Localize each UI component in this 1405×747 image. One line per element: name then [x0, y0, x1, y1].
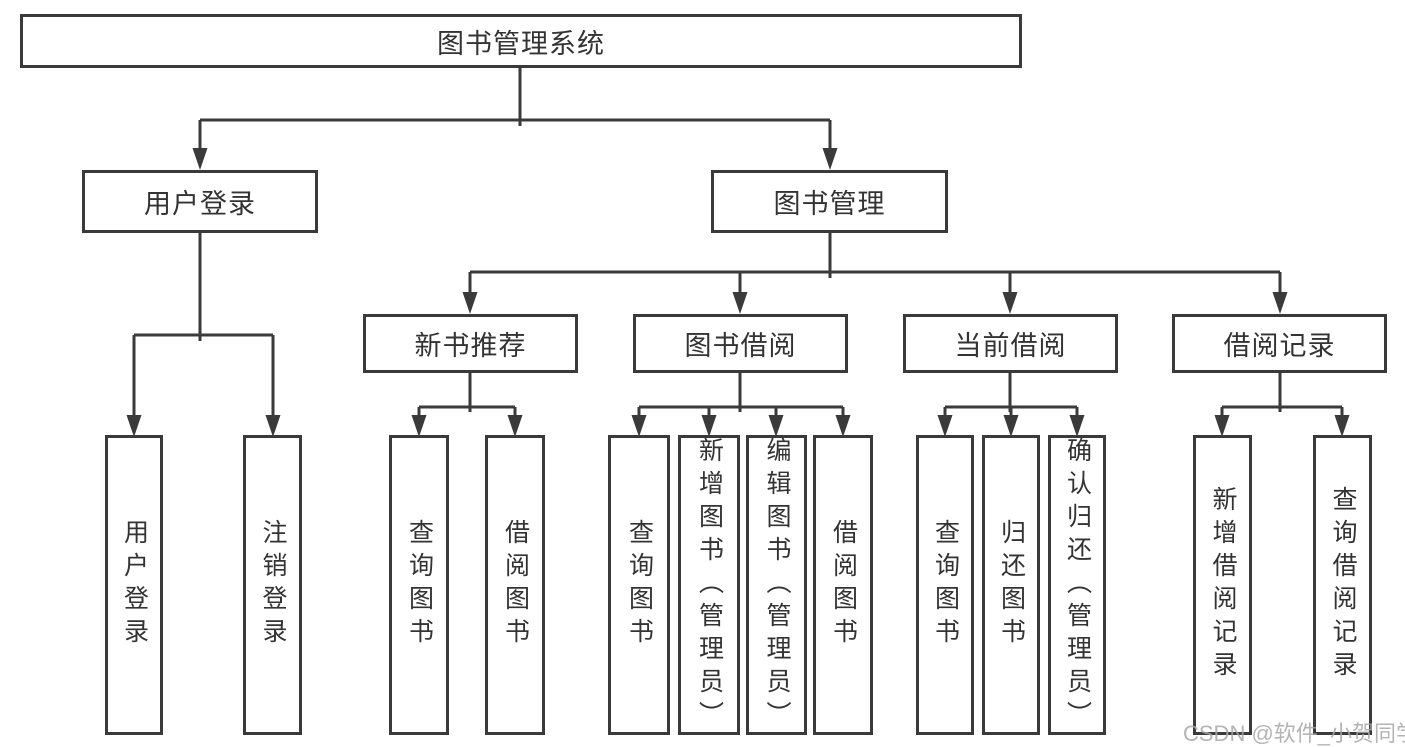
- node-user-login: 用户登录: [82, 170, 318, 233]
- leaf-label: 查询图书: [931, 519, 960, 651]
- node-new-book-recommend: 新书推荐: [363, 314, 578, 373]
- arrow-down-icon: [192, 148, 208, 170]
- arrow-down-icon: [732, 292, 748, 314]
- arrow-down-icon: [701, 415, 717, 437]
- leaf-add-borrow-record: 新增借阅记录: [1193, 435, 1252, 735]
- leaf-query-books-current: 查询图书: [916, 435, 974, 735]
- arrowheads: [126, 148, 1350, 437]
- node-current-borrow: 当前借阅: [903, 314, 1118, 373]
- arrow-down-icon: [1002, 292, 1018, 314]
- leaf-query-borrow-record: 查询借阅记录: [1313, 435, 1372, 735]
- leaf-label: 新增图书（管理员）: [695, 436, 724, 734]
- leaf-label: 借阅图书: [829, 519, 858, 651]
- connector-path: [132, 66, 1344, 420]
- leaf-edit-book-admin: 编辑图书（管理员）: [746, 435, 807, 735]
- node-label: 图书管理: [773, 189, 886, 219]
- leaf-logout: 注销登录: [243, 435, 302, 735]
- node-book-management: 图书管理: [711, 170, 948, 233]
- leaf-label: 确认归还（管理员）: [1063, 436, 1092, 734]
- arrow-down-icon: [835, 415, 851, 437]
- arrow-down-icon: [1069, 415, 1085, 437]
- arrow-down-icon: [126, 415, 142, 437]
- leaf-label: 查询借阅记录: [1329, 486, 1357, 684]
- leaf-label: 用户登录: [120, 519, 149, 651]
- node-label: 图书借阅: [684, 331, 797, 361]
- node-borrow-records: 借阅记录: [1172, 314, 1387, 373]
- leaf-label: 注销登录: [259, 519, 287, 651]
- leaf-query-books-recommend: 查询图书: [389, 435, 449, 735]
- arrow-down-icon: [1003, 415, 1019, 437]
- leaf-user-login: 用户登录: [105, 435, 163, 735]
- leaf-borrow-books-borrow: 借阅图书: [813, 435, 873, 735]
- arrow-down-icon: [1272, 292, 1288, 314]
- leaf-label: 借阅图书: [501, 519, 530, 651]
- node-root-label: 图书管理系统: [437, 28, 605, 59]
- node-book-borrow: 图书借阅: [633, 314, 848, 373]
- node-root: 图书管理系统: [20, 14, 1022, 68]
- leaf-return-books: 归还图书: [982, 435, 1040, 735]
- watermark-text: CSDN @软件_小贺同学: [1183, 721, 1405, 746]
- node-label: 用户登录: [144, 189, 256, 219]
- arrow-down-icon: [822, 148, 838, 170]
- arrow-down-icon: [1214, 415, 1230, 437]
- node-label: 当前借阅: [954, 331, 1067, 361]
- leaf-label: 编辑图书（管理员）: [763, 436, 791, 734]
- leaf-query-books-borrow: 查询图书: [608, 435, 670, 735]
- node-label: 新书推荐: [414, 331, 527, 361]
- arrow-down-icon: [768, 415, 784, 437]
- leaf-label: 查询图书: [625, 519, 654, 651]
- leaf-confirm-return-admin: 确认归还（管理员）: [1048, 435, 1106, 735]
- arrow-down-icon: [265, 415, 281, 437]
- arrow-down-icon: [1334, 415, 1350, 437]
- node-label: 借阅记录: [1223, 331, 1336, 361]
- leaf-label: 新增借阅记录: [1209, 486, 1237, 684]
- arrow-down-icon: [411, 415, 427, 437]
- arrow-down-icon: [631, 415, 647, 437]
- leaf-label: 归还图书: [997, 519, 1026, 651]
- leaf-borrow-books-recommend: 借阅图书: [485, 435, 545, 735]
- leaf-add-book-admin: 新增图书（管理员）: [678, 435, 740, 735]
- arrow-down-icon: [462, 292, 478, 314]
- arrow-down-icon: [937, 415, 953, 437]
- leaf-label: 查询图书: [405, 519, 434, 651]
- arrow-down-icon: [507, 415, 523, 437]
